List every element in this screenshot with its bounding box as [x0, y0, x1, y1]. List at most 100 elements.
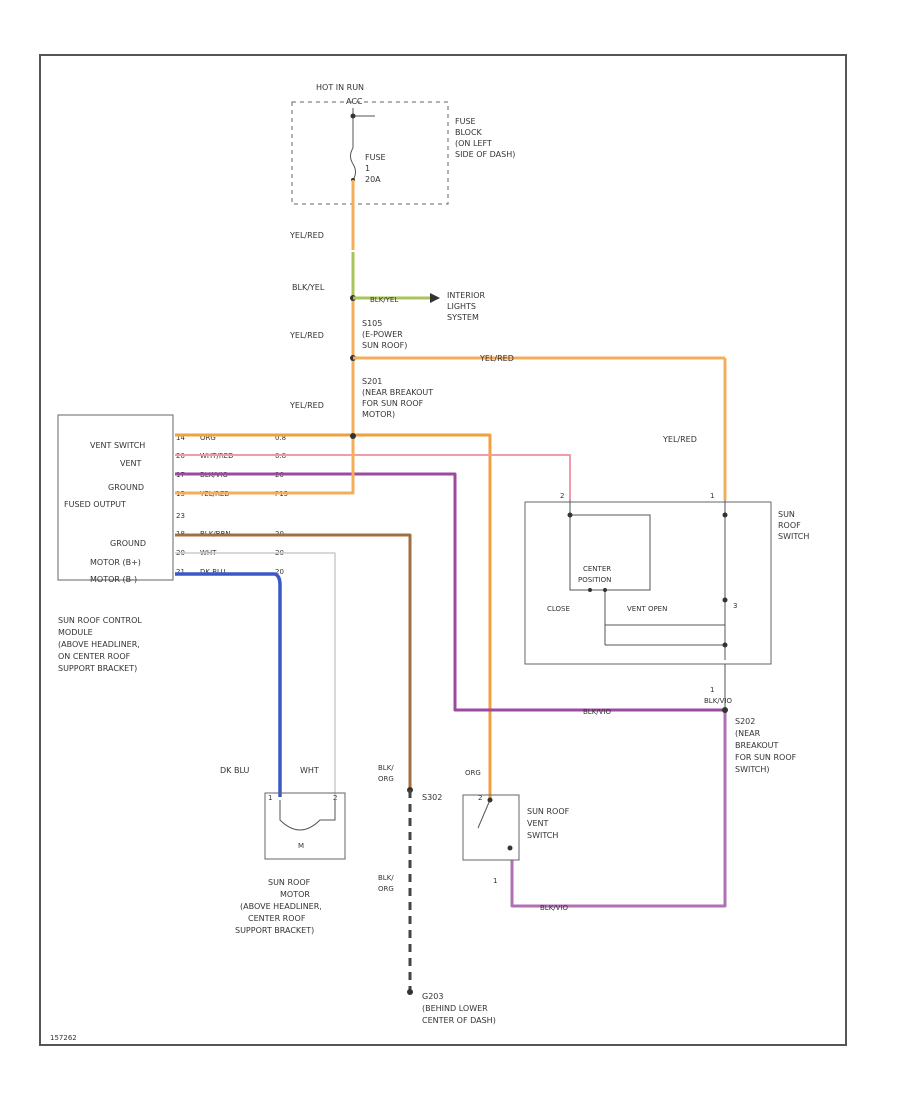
- vent-switch-caption-2: VENT: [527, 819, 549, 828]
- wire-bkvio-s202-vent: [510, 710, 727, 908]
- vent-switch-caption-3: SWITCH: [527, 831, 558, 840]
- module-pin-label-1: VENT: [120, 459, 142, 468]
- vent-switch-pin2: 2: [478, 794, 482, 802]
- module-caption-4: ON CENTER ROOF: [58, 652, 131, 661]
- wire-label-yelred-5: YEL/RED: [662, 435, 697, 444]
- wire-bkvio-ground: [175, 472, 725, 712]
- switch-vent-open: VENT OPEN: [627, 605, 667, 613]
- module-wire-gauge-0: 0.8: [275, 434, 286, 442]
- module-caption-1: SUN ROOF CONTROL: [58, 616, 142, 625]
- wire-whtred-vent: [175, 454, 571, 500]
- switch-pin-a: 2: [560, 492, 564, 500]
- motor-caption-5: SUPPORT BRACKET): [235, 926, 314, 935]
- switch-node-4: [603, 588, 607, 592]
- switch-node-3: [588, 588, 592, 592]
- fuse-block-label-2: BLOCK: [455, 128, 483, 137]
- wire-org-vent-switch: [175, 433, 492, 800]
- switch-center-2: POSITION: [578, 576, 611, 584]
- motor-icon: [279, 800, 336, 831]
- wire-label-blkorg-1a: BLK/: [378, 764, 394, 772]
- sunroof-switch-label-1: SUN: [778, 510, 795, 519]
- wire-dkblu-motor: [175, 572, 282, 797]
- s202-label-4: FOR SUN ROOF: [735, 753, 797, 762]
- module-pin-num-4: 23: [176, 512, 185, 520]
- fuse-block-box: [291, 101, 449, 205]
- wire-yelred-fused: [175, 436, 355, 495]
- hot-in-run-label: HOT IN RUN: [316, 83, 364, 92]
- vent-switch-node-2: [507, 845, 513, 851]
- interior-lights-3: SYSTEM: [447, 313, 479, 322]
- fuse-label-1: FUSE: [365, 153, 386, 162]
- wire-label-yelred-2: YEL/RED: [289, 331, 324, 340]
- interior-lights-1: INTERIOR: [447, 291, 486, 300]
- wire-label-wht: WHT: [300, 766, 319, 775]
- s302-label: S302: [422, 793, 442, 802]
- ground-g203: [407, 989, 413, 995]
- module-caption-2: MODULE: [58, 628, 93, 637]
- sunroof-switch-box: [524, 501, 772, 665]
- vent-switch-pin1: 1: [493, 877, 497, 885]
- switch-node-1: [567, 512, 573, 518]
- motor-pin2: 2: [333, 794, 337, 802]
- s202-label-2: (NEAR: [735, 729, 761, 738]
- module-pin-num-7: 21: [176, 568, 185, 576]
- fuse-label-3: 20A: [365, 175, 381, 184]
- module-wire-color-0: ORG: [200, 434, 216, 442]
- interior-lights-2: LIGHTS: [447, 302, 476, 311]
- switch-pin-c: 3: [733, 602, 737, 610]
- wire-label-bkwht-2: BLK/VIO: [704, 697, 733, 705]
- motor-caption-4: CENTER ROOF: [248, 914, 306, 923]
- control-module-box: [57, 414, 174, 581]
- switch-pin-d: 1: [710, 686, 714, 694]
- module-pin-num-0: 14: [176, 434, 185, 442]
- s202-label-1: S202: [735, 717, 755, 726]
- vent-switch-node-1: [487, 797, 493, 803]
- g203-label-2: (BEHIND LOWER: [422, 1004, 488, 1013]
- module-pin-label-7: MOTOR (B-): [90, 575, 137, 584]
- s201-label-1: S201: [362, 377, 382, 386]
- motor-caption-2: MOTOR: [280, 890, 310, 899]
- s105-label-3: SUN ROOF): [362, 341, 407, 350]
- vent-switch-caption-1: SUN ROOF: [527, 807, 570, 816]
- wire-label-blkorg-1b: ORG: [378, 775, 394, 783]
- s201-label-2: (NEAR BREAKOUT: [362, 388, 433, 397]
- s202-label-3: BREAKOUT: [735, 741, 779, 750]
- footer-id: 157262: [50, 1034, 77, 1042]
- module-wire-gauge-7: 20: [275, 568, 284, 576]
- sunroof-switch-label-2: ROOF: [778, 521, 801, 530]
- s105-label-2: (E-POWER: [362, 330, 403, 339]
- outer-frame: [39, 54, 847, 1046]
- module-caption-5: SUPPORT BRACKET): [58, 664, 137, 673]
- s105-label-1: S105: [362, 319, 382, 328]
- acc-label: ACC: [346, 97, 363, 106]
- s202-label-5: SWITCH): [735, 765, 770, 774]
- switch-pin-b: 1: [710, 492, 714, 500]
- vent-switch-contact: [477, 799, 491, 829]
- module-wire-color-7: DK BLU: [200, 568, 226, 576]
- wire-label-org: ORG: [465, 769, 481, 777]
- switch-center-1: CENTER: [583, 565, 611, 573]
- s201-label-4: MOTOR): [362, 410, 395, 419]
- module-pin-label-5: GROUND: [110, 539, 146, 548]
- switch-node-5: [722, 597, 728, 603]
- module-pins: VENT SWITCH VENT GROUND FUSED OUTPUT GRO…: [64, 434, 288, 584]
- g203-label-1: G203: [422, 992, 443, 1001]
- module-pin-label-2: GROUND: [108, 483, 144, 492]
- motor-caption-1: SUN ROOF: [268, 878, 311, 887]
- module-pin-label-6: MOTOR (B+): [90, 558, 141, 567]
- fuse-block-label-1: FUSE: [455, 117, 476, 126]
- fuse-block-label-3: (ON LEFT: [455, 139, 492, 148]
- wire-label-bkyel-2: BLK/YEL: [370, 296, 398, 304]
- motor-box: [264, 792, 346, 860]
- module-pin-label-0: VENT SWITCH: [90, 441, 145, 450]
- s201-label-3: FOR SUN ROOF: [362, 399, 424, 408]
- wire-label-bkwht-3: BLK/VIO: [540, 904, 569, 912]
- wire-label-yelred-4: YEL/RED: [479, 354, 514, 363]
- sunroof-switch-label-3: SWITCH: [778, 532, 809, 541]
- fuse-node-top: [350, 113, 356, 119]
- wire-label-bkyel-1: BLK/YEL: [292, 283, 325, 292]
- fuse-label-2: 1: [365, 164, 370, 173]
- fuse-block-label-4: SIDE OF DASH): [455, 150, 515, 159]
- wire-label-blkorg-2b: ORG: [378, 885, 394, 893]
